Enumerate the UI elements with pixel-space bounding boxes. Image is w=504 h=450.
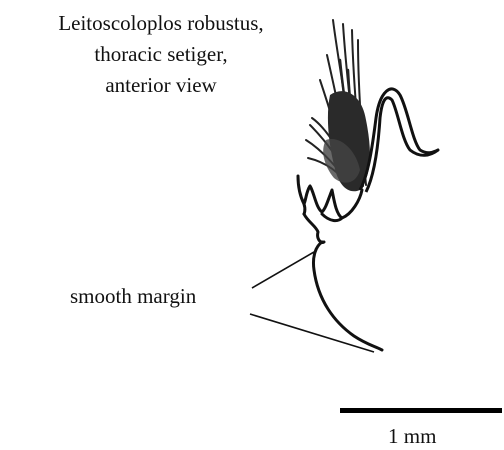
callout-pointer-lower	[250, 314, 374, 352]
scale-bar-label: 1 mm	[388, 424, 436, 448]
ventral-lobe-outline	[298, 176, 382, 350]
scale-bar	[340, 408, 502, 413]
dorsal-lobe-outline	[360, 89, 438, 192]
callout-pointer-upper	[252, 252, 314, 288]
callout-label: smooth margin	[70, 284, 196, 308]
